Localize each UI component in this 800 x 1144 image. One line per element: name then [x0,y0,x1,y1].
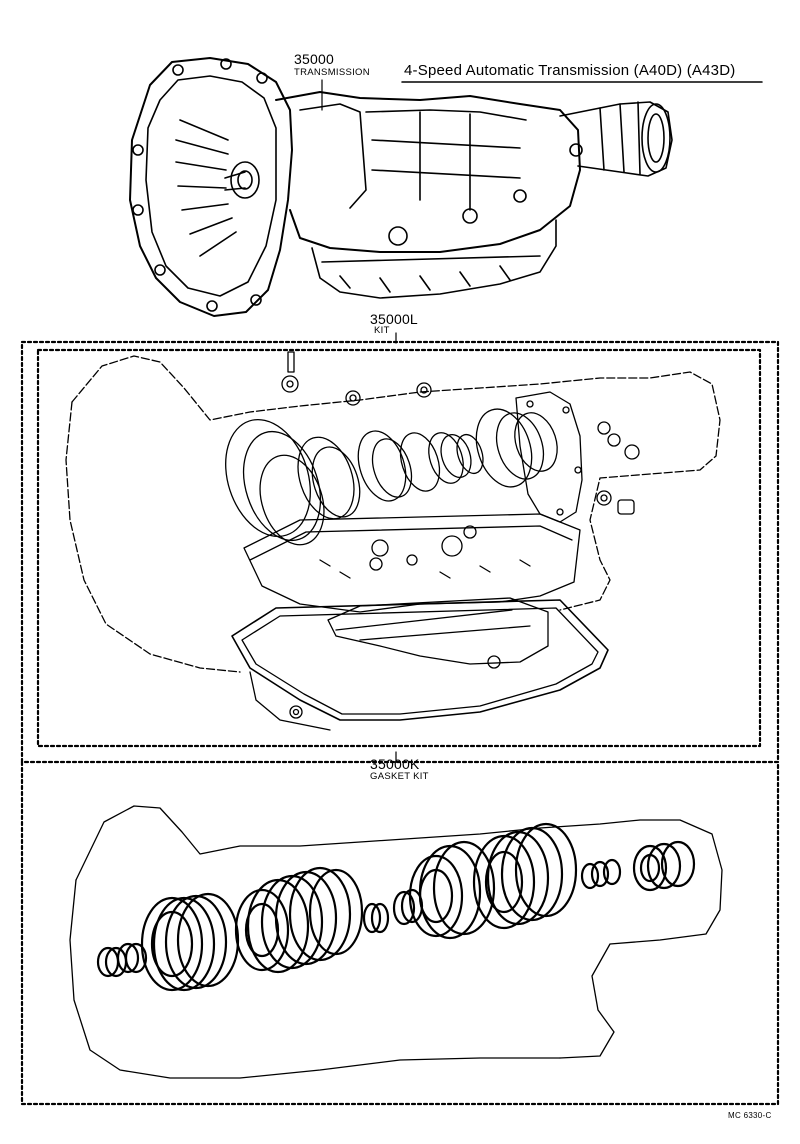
part-name-transmission: TRANSMISSION [294,67,370,78]
transmission-assembly-drawing [129,57,673,317]
kit-drawing [65,351,721,731]
part-number-transmission: 35000 [294,51,334,67]
diagram-title: 4-Speed Automatic Transmission (A40D) (A… [404,62,736,79]
part-number-gasket-kit: 35000K [370,756,420,772]
part-name-kit: KIT [374,325,390,336]
gasket-kit-frame [20,760,780,1106]
illustration-code: MC 6330-C [728,1111,772,1120]
gasket-kit-drawing [69,805,723,1079]
part-name-gasket-kit: GASKET KIT [370,771,429,782]
part-number-kit: 35000L [370,311,418,327]
kit-frame [20,340,780,764]
